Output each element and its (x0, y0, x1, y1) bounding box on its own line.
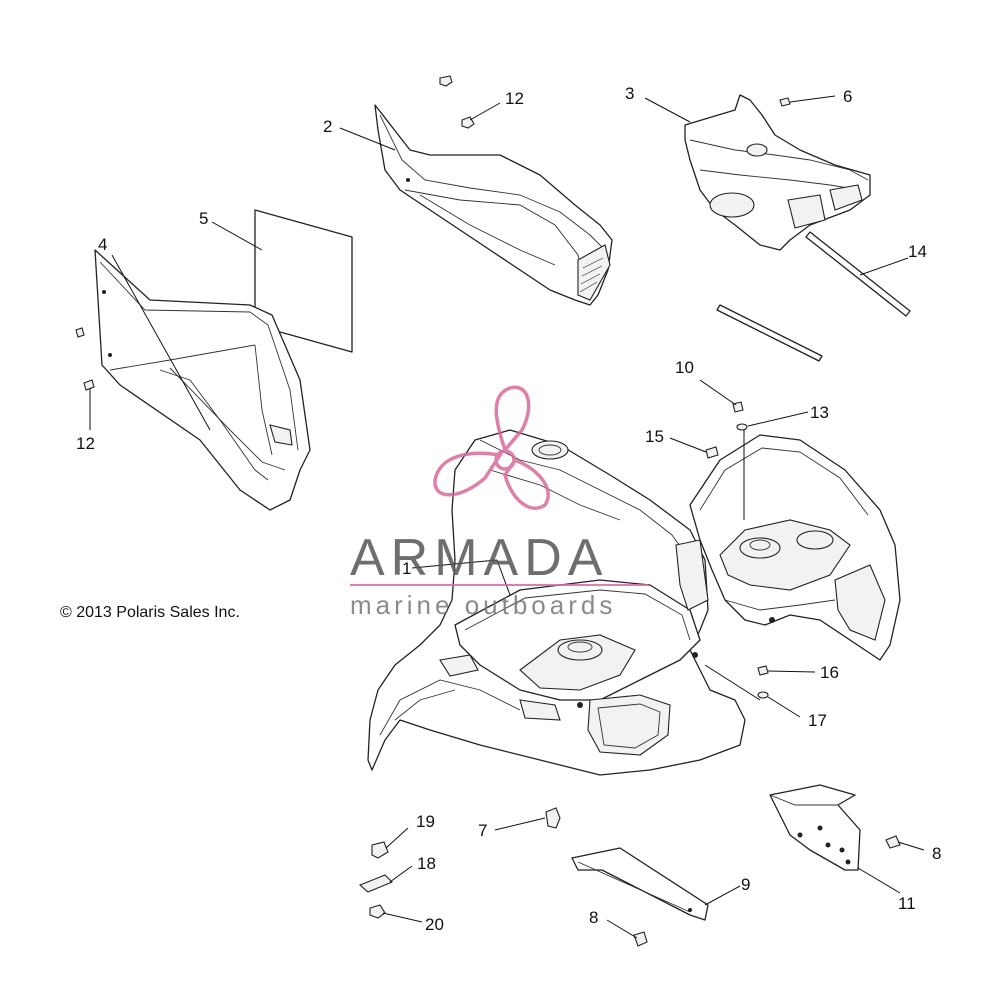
part-13-washer (736, 423, 748, 431)
copyright-text: © 2013 Polaris Sales Inc. (60, 604, 240, 621)
part-3-dash-bracket (684, 94, 871, 251)
callout-6: 6 (843, 87, 852, 106)
part-18-grommet (358, 874, 393, 893)
part-20-nut (369, 904, 386, 919)
part-5-decal (254, 209, 353, 353)
callout-12-left: 12 (76, 434, 95, 453)
callout-8-bottom: 8 (589, 908, 598, 927)
part-6-screw (779, 97, 791, 107)
part-1-storage-box (689, 434, 901, 661)
part-12-push-rivet-left (83, 379, 95, 391)
part-11-bracket-plate (769, 784, 861, 871)
part-7-push-rivet (545, 807, 561, 829)
part-14-trim-strips (716, 231, 911, 362)
leader-lines (89, 95, 925, 939)
callout-5: 5 (199, 209, 208, 228)
callout-10: 10 (675, 358, 694, 377)
callout-8-right: 8 (932, 844, 941, 863)
part-17-washer (757, 691, 769, 699)
callout-15: 15 (645, 427, 664, 446)
callout-16: 16 (820, 663, 839, 682)
callout-11: 11 (898, 894, 916, 913)
watermark-brand: ARMADA (350, 529, 608, 587)
callout-3: 3 (625, 84, 634, 103)
callout-20: 20 (425, 915, 444, 934)
callout-numbers: 1 2 3 4 5 6 7 8 8 9 10 11 12 12 13 14 15… (76, 84, 941, 934)
part-12-push-rivet-top (439, 75, 475, 129)
part-19-push-rivet (371, 841, 389, 859)
part-16-screw (757, 665, 769, 676)
callout-9: 9 (741, 875, 750, 894)
callout-17: 17 (808, 711, 827, 730)
callout-18: 18 (417, 854, 436, 873)
callout-7: 7 (478, 821, 487, 840)
callout-14: 14 (908, 242, 927, 261)
part-1-front-cab-body (367, 429, 746, 776)
part-2-side-panel-right (374, 104, 613, 306)
watermark-tagline: marine outboards (350, 590, 616, 620)
callout-2: 2 (323, 117, 332, 136)
callout-19: 19 (416, 812, 435, 831)
callout-13: 13 (810, 403, 829, 422)
hardware (75, 75, 901, 947)
part-4-side-panel-left (94, 249, 311, 511)
part-15-clip (705, 446, 719, 459)
part-8-screw-bottom (633, 931, 648, 947)
part-9-heat-shield (571, 847, 709, 921)
callout-4: 4 (98, 235, 107, 254)
propeller-logo-icon (433, 385, 550, 510)
part-8-screw-right (885, 835, 901, 849)
callout-12-top: 12 (505, 89, 524, 108)
watermark: ARMADA marine outboards (350, 385, 648, 620)
callout-1: 1 (402, 559, 411, 578)
